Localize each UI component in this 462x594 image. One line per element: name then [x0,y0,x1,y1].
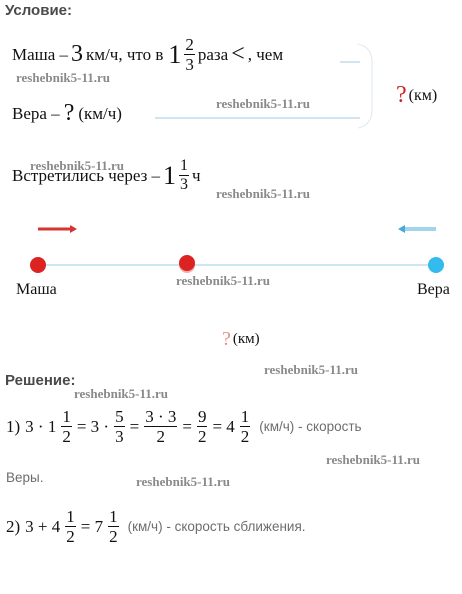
total-distance-label: ? (км) [396,82,437,109]
watermark: reshebnik5-11.ru [30,158,125,173]
distance-label: ? (км) [222,328,260,351]
step-2-frac-1: 1 2 [65,507,76,546]
meet-prefix: Встретились через – [12,165,161,185]
meet-unit: ч [192,165,201,185]
step-1-term-2: = 3 · [76,416,110,436]
watermark: reshebnik5-11.ru [16,70,111,85]
vera-unit: (км/ч) [78,103,122,123]
step-1-term-5: = 4 [212,416,235,436]
ratio-whole: 1 [168,39,182,69]
step-1-frac-5: 1 2 [239,407,251,446]
meeting-dot [179,255,195,271]
step-2-frac-2: 1 2 [108,507,119,546]
masha-start-dot [30,257,46,273]
step-1-frac-1: 1 2 [61,407,72,446]
condition-line-3: Встретились через – 1 1 3 ч [12,158,201,193]
watermark: reshebnik5-11.ru [264,362,359,377]
solution-step-1: 1) 3 · 1 1 2 = 3 · 5 3 = 3 · 3 2 = 9 2 =… [6,408,362,445]
step-1-term-4: = [182,416,192,436]
vera-start-dot [428,257,444,273]
condition-header: Условие: [5,2,73,19]
step-1-frac-2: 5 3 [114,407,125,446]
total-question: ? [396,82,407,108]
solution-header: Решение: [5,372,76,389]
step-1-index: 1) [6,416,21,436]
step-2-term-2: = 7 [80,516,104,536]
distance-question: ? [222,328,231,350]
step-1-term-1: 3 · 1 [25,416,57,436]
masha-arrowhead [70,225,77,233]
watermark: reshebnik5-11.ru [326,452,421,467]
masha-label: Маша [16,281,57,298]
watermark: reshebnik5-11.ru [216,96,311,111]
less-sign: < [231,41,245,67]
meet-fraction: 1 3 [179,157,190,193]
step-1-comment: (км/ч) - скорость [259,419,362,434]
step-2-comment: (км/ч) - скорость сближения. [127,519,306,534]
watermark: reshebnik5-11.ru [74,386,169,401]
step-1-frac-3: 3 · 3 2 [144,407,178,446]
step-1-frac-4: 9 2 [196,407,208,446]
watermark: reshebnik5-11.ru [176,273,271,288]
condition-line-1: Маша – 3 км/ч, что в 1 2 3 раза < , чем [12,36,283,73]
masha-unit: км/ч, что в [86,44,164,64]
step-2-term-1: 3 + 4 [25,516,61,536]
solution-step-2: 2) 3 + 4 1 2 = 7 1 2 (км/ч) - скорость с… [6,508,306,545]
vera-prefix: Вера – [12,103,60,123]
watermark: reshebnik5-11.ru [136,474,231,489]
condition-line-2: Вера – ? (км/ч) [12,100,122,127]
ratio-suffix: , чем [247,44,284,64]
masha-prefix: Маша – [12,44,69,64]
vera-label: Вера [417,281,450,298]
ratio-fraction: 2 3 [184,35,195,74]
motion-diagram [30,225,444,273]
step-1-term-3: = [129,416,140,436]
masha-speed: 3 [71,41,84,67]
ratio-word: раза [197,44,229,64]
distance-unit: (км) [232,331,260,347]
total-unit: (км) [408,86,438,104]
vera-arrowhead [398,225,405,233]
step-2-index: 2) [6,516,21,536]
step-1-comment-cont: Веры. [6,470,44,485]
watermark: reshebnik5-11.ru [216,186,311,201]
vera-question: ? [63,100,75,126]
meet-whole: 1 [163,160,177,190]
